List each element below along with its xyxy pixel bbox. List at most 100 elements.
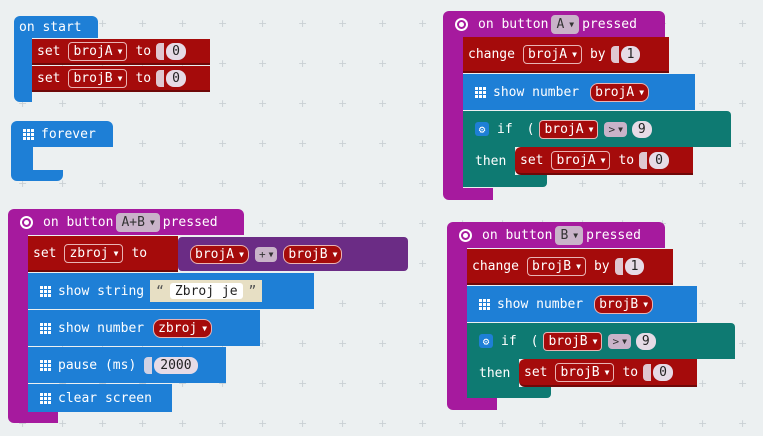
grid-cross: + bbox=[738, 257, 748, 270]
set-brojA-block[interactable]: set brojA▼ to 0 bbox=[32, 39, 210, 65]
number-input[interactable]: 9 bbox=[631, 120, 652, 138]
show-number-brojB-block[interactable]: show number brojB▼ bbox=[467, 286, 697, 322]
pause-block[interactable]: pause (ms) 2000 bbox=[28, 347, 226, 383]
dropdown-arrow-icon: ▼ bbox=[592, 336, 598, 346]
dropdown-arrow-icon: ▼ bbox=[117, 73, 123, 83]
grid-cross: + bbox=[298, 177, 308, 190]
radio-icon bbox=[455, 17, 468, 31]
then-label-b: then bbox=[479, 365, 511, 381]
number-input[interactable]: 2000 bbox=[154, 356, 198, 374]
var-dropdown-brojB[interactable]: brojB▼ bbox=[68, 68, 128, 88]
set-brojB-zero-block[interactable]: set brojB▼ to 0 bbox=[519, 359, 697, 387]
grid-cross: + bbox=[178, 137, 188, 150]
grid-cross: + bbox=[738, 177, 748, 190]
show-string-block[interactable]: show string “Zbroj je” bbox=[28, 273, 314, 309]
grid-icon bbox=[479, 298, 490, 310]
gear-icon[interactable]: ⚙ bbox=[479, 334, 493, 348]
var-dropdown-brojB[interactable]: brojB▼ bbox=[555, 362, 615, 382]
grid-cross: + bbox=[418, 377, 428, 390]
to-label: to bbox=[618, 152, 635, 168]
var-dropdown-brojA[interactable]: brojA▼ bbox=[590, 82, 650, 102]
var-dropdown-zbroj[interactable]: zbroj▼ bbox=[153, 318, 213, 338]
set-zbroj-block[interactable]: set zbroj▼ to bbox=[28, 236, 178, 272]
pressed-label: pressed bbox=[582, 16, 637, 32]
show-number-zbroj-block[interactable]: show number zbroj▼ bbox=[28, 310, 260, 346]
grid-cross: + bbox=[738, 297, 748, 310]
number-input[interactable]: 1 bbox=[620, 45, 641, 63]
grid-cross: + bbox=[218, 177, 228, 190]
grid-cross: + bbox=[18, 177, 28, 190]
number-input[interactable]: 9 bbox=[635, 332, 656, 350]
var-dropdown-brojB[interactable]: brojB▼ bbox=[526, 256, 586, 276]
var-dropdown-brojA[interactable]: brojA▼ bbox=[68, 41, 128, 61]
grid-cross: + bbox=[138, 17, 148, 30]
button-dropdown-b[interactable]: B▼ bbox=[555, 225, 584, 245]
grid-cross: + bbox=[658, 417, 668, 430]
var-dropdown-brojB[interactable]: brojB▼ bbox=[543, 331, 603, 351]
grid-cross: + bbox=[378, 337, 388, 350]
grid-cross: + bbox=[338, 297, 348, 310]
grid-cross: + bbox=[418, 417, 428, 430]
number-input[interactable]: 0 bbox=[166, 42, 186, 60]
clear-screen-label: clear screen bbox=[58, 390, 152, 406]
button-dropdown-a[interactable]: A▼ bbox=[551, 14, 580, 34]
quote-icon: “ bbox=[156, 283, 164, 299]
grid-cross: + bbox=[418, 137, 428, 150]
on-button-a-block[interactable]: on button A▼ pressed bbox=[443, 11, 665, 37]
on-button-b-block[interactable]: on button B▼ pressed bbox=[447, 222, 665, 248]
if-label: if bbox=[501, 333, 517, 349]
grid-cross: + bbox=[138, 417, 148, 430]
grid-cross: + bbox=[98, 177, 108, 190]
grid-cross: + bbox=[338, 17, 348, 30]
grid-cross: + bbox=[418, 57, 428, 70]
set-brojB-block[interactable]: set brojB▼ to 0 bbox=[32, 66, 210, 92]
pause-label: pause (ms) bbox=[58, 357, 137, 373]
operator-dropdown[interactable]: +▼ bbox=[254, 246, 278, 262]
if-block-a[interactable]: ⚙ if ( brojA▼ >▼ 9 bbox=[463, 111, 731, 147]
grid-cross: + bbox=[58, 97, 68, 110]
grid-cross: + bbox=[698, 217, 708, 230]
set-brojA-zero-block[interactable]: set brojA▼ to 0 bbox=[515, 147, 693, 175]
var-dropdown-brojB[interactable]: brojB▼ bbox=[283, 244, 343, 264]
number-input[interactable]: 0 bbox=[166, 69, 186, 87]
set-label: set bbox=[524, 364, 548, 380]
if-foot-b bbox=[467, 387, 551, 398]
clear-screen-block[interactable]: clear screen bbox=[28, 384, 172, 412]
grid-icon bbox=[40, 322, 51, 334]
comparison-dropdown[interactable]: >▼ bbox=[608, 333, 631, 349]
grid-cross: + bbox=[338, 217, 348, 230]
number-input[interactable]: 0 bbox=[653, 363, 673, 381]
change-brojA-block[interactable]: change brojA▼ by 1 bbox=[463, 37, 669, 73]
number-input[interactable]: 0 bbox=[649, 151, 669, 169]
grid-cross: + bbox=[58, 417, 68, 430]
string-input[interactable]: “Zbroj je” bbox=[150, 280, 263, 302]
grid-cross: + bbox=[338, 337, 348, 350]
grid-cross: + bbox=[538, 417, 548, 430]
number-input[interactable]: 1 bbox=[624, 257, 645, 275]
on-button-a-body bbox=[443, 37, 463, 200]
var-dropdown-brojA[interactable]: brojA▼ bbox=[522, 44, 582, 64]
forever-block[interactable]: forever bbox=[11, 121, 113, 147]
if-block-b[interactable]: ⚙ if ( brojB▼ >▼ 9 bbox=[467, 323, 735, 359]
var-dropdown-brojA[interactable]: brojA▼ bbox=[539, 119, 599, 139]
on-start-block[interactable]: on start bbox=[14, 16, 98, 38]
on-button-label: on button bbox=[478, 16, 549, 32]
grid-cross: + bbox=[738, 137, 748, 150]
grid-cross: + bbox=[298, 337, 308, 350]
change-brojB-block[interactable]: change brojB▼ by 1 bbox=[467, 249, 673, 285]
gear-icon[interactable]: ⚙ bbox=[475, 122, 489, 136]
math-plus-block[interactable]: brojA▼ +▼ brojB▼ bbox=[178, 237, 408, 271]
comparison-dropdown[interactable]: >▼ bbox=[604, 121, 627, 137]
grid-cross: + bbox=[138, 378, 147, 389]
var-dropdown-brojA[interactable]: brojA▼ bbox=[551, 150, 611, 170]
var-dropdown-zbroj[interactable]: zbroj▼ bbox=[64, 243, 124, 263]
dropdown-arrow-icon: ▼ bbox=[202, 323, 208, 333]
grid-cross: + bbox=[498, 417, 508, 430]
var-dropdown-brojB[interactable]: brojB▼ bbox=[594, 294, 654, 314]
grid-cross: + bbox=[258, 17, 268, 30]
on-button-ab-block[interactable]: on button A+B▼ pressed bbox=[8, 209, 244, 235]
button-dropdown-ab[interactable]: A+B▼ bbox=[116, 212, 160, 232]
show-number-brojA-block[interactable]: show number brojA▼ bbox=[463, 74, 695, 110]
var-dropdown-brojA[interactable]: brojA▼ bbox=[190, 244, 249, 264]
on-button-b-foot bbox=[467, 398, 497, 410]
